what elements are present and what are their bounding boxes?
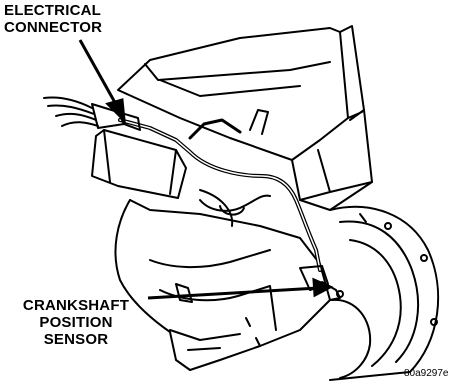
spark-plug-tube	[249, 109, 269, 135]
oil-pan	[159, 285, 277, 331]
bell-housing	[329, 205, 439, 381]
intake-shroud	[91, 129, 187, 199]
crankshaft-sensor-leader	[147, 286, 319, 300]
crankshaft-label-line1: CRANKSHAFT	[22, 297, 130, 314]
harness-branch	[188, 118, 242, 140]
lower-bracket	[175, 283, 193, 303]
electrical-connector-label-line2: CONNECTOR	[4, 19, 103, 36]
crankshaft-sensor-arrowhead	[312, 277, 334, 298]
crankshaft-label-line2: POSITION	[39, 314, 113, 331]
pigtail-wires	[43, 96, 99, 127]
bell-housing-inner	[339, 220, 420, 363]
coolant-hose	[199, 189, 234, 227]
oil-pan-rib	[169, 329, 241, 351]
head-side-rib	[299, 149, 373, 201]
wiring-harness-inner	[119, 119, 321, 271]
valve-cover-groove	[159, 79, 301, 97]
electrical-connector-leader	[78, 39, 120, 109]
sensor-bolt	[336, 290, 344, 298]
oil-pan-flange	[149, 249, 271, 269]
electrical-connector-label: ELECTRICAL CONNECTOR	[4, 2, 102, 36]
cylinder-head-back	[339, 25, 365, 121]
electrical-connector-arrowhead	[105, 98, 126, 125]
block-left	[114, 199, 191, 371]
housing-bolt	[430, 318, 438, 326]
crankshaft-label-line3: SENSOR	[43, 331, 109, 348]
connector-mate	[117, 111, 141, 131]
sensor-bracket	[299, 265, 329, 291]
pan-bolts	[245, 317, 261, 347]
exhaust-manifold	[199, 194, 271, 212]
crankshaft-position-sensor-label: CRANKSHAFT POSITION SENSOR	[6, 297, 146, 348]
electrical-connector-label-line1: ELECTRICAL	[4, 2, 101, 19]
valve-cover	[117, 27, 349, 161]
figure-id: 80a9297e	[404, 368, 449, 379]
housing-bolt-left	[359, 213, 367, 223]
intake-shroud-edge	[103, 129, 177, 195]
housing-bolt	[384, 222, 392, 230]
bell-housing-lip	[349, 239, 402, 367]
engine-block	[129, 199, 331, 371]
flywheel-arc	[331, 298, 372, 379]
valve-cover-top-rail	[144, 61, 331, 81]
housing-bolt	[420, 254, 428, 262]
head-side	[291, 109, 373, 211]
